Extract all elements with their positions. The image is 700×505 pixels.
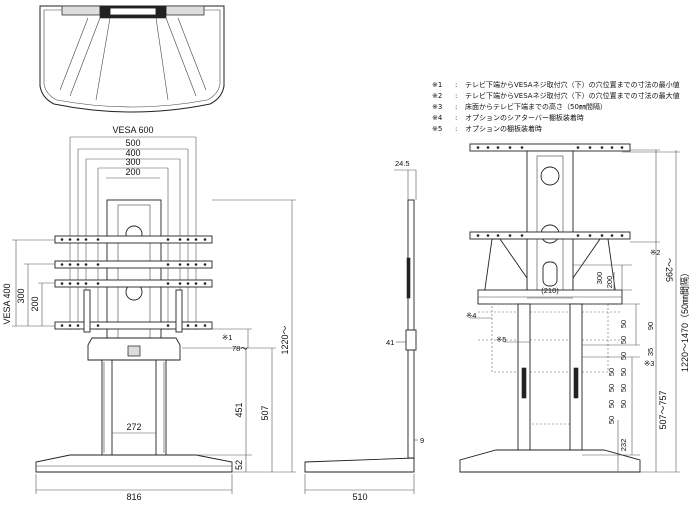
side-d24-5-label: 24.5: [395, 159, 410, 168]
note-text: 床面からテレビ下端までの高さ（50㎜間隔）: [465, 102, 607, 111]
back-fifty-2: 50: [619, 352, 628, 360]
back-h295-label: 〜295: [664, 258, 674, 282]
front-mark1: ※1: [222, 333, 232, 342]
notes-list: ※1 : テレビ下端からVESAネジ取付穴（下）の穴位置までの寸法の最小値 ※2…: [432, 80, 680, 133]
back-fifty-9: 50: [607, 368, 616, 376]
front-w816-label: 816: [126, 492, 141, 502]
front-h451-label: 451: [234, 402, 244, 417]
back-fifty-7: 50: [607, 400, 616, 408]
front-w300-label: 300: [125, 157, 140, 167]
note-mark: ※4: [432, 114, 443, 122]
back-h210-label: (210): [541, 286, 559, 295]
note-sep: :: [455, 81, 457, 89]
front-w500-label: 500: [125, 138, 140, 148]
front-h1220-label: 1220〜: [280, 325, 290, 354]
back-mark5: ※5: [496, 335, 506, 344]
back-fifty-8: 50: [607, 384, 616, 392]
back-h1220-1470-label: 1220〜1470（50㎜間隔）: [680, 268, 690, 372]
back-h35-label: 35: [646, 348, 655, 356]
back-v200-label: 200: [605, 276, 614, 289]
back-fifty-0: 50: [619, 320, 628, 328]
top-view: [39, 5, 225, 113]
back-h232-label: 232: [619, 439, 628, 452]
front-h52-label: 52: [234, 460, 244, 470]
back-v300-label: 300: [595, 272, 604, 285]
back-mark2: ※2: [650, 248, 660, 257]
front-w200-label: 200: [125, 167, 140, 177]
front-vesa600-label: VESA 600: [112, 125, 153, 135]
back-fifty-6: 50: [607, 416, 616, 424]
front-view: [12, 136, 296, 494]
note-mark: ※5: [432, 125, 442, 133]
note-sep: :: [455, 114, 457, 122]
side-d41-label: 41: [386, 338, 394, 347]
side-d9-label: 9: [420, 436, 424, 445]
back-fifty-4: 50: [619, 384, 628, 392]
back-view: [459, 143, 680, 473]
back-mark3: ※3: [644, 359, 654, 368]
back-fifty-5: 50: [619, 400, 628, 408]
side-view: [304, 169, 418, 494]
back-mark4: ※4: [466, 311, 476, 320]
note-text: オプションのシアターバー棚板装着時: [465, 113, 584, 122]
front-w272-label: 272: [126, 422, 141, 432]
back-h507-757-label: 507〜757: [658, 390, 668, 429]
note-text: テレビ下端からVESAネジ取付穴（下）の穴位置までの寸法の最小値: [465, 80, 680, 89]
note-sep: :: [455, 92, 457, 100]
note-text: テレビ下端からVESAネジ取付穴（下）の穴位置までの寸法の最大値: [465, 91, 680, 100]
front-h300-label: 300: [16, 288, 26, 303]
front-h78-label: 78〜: [232, 344, 248, 353]
note-text: オプションの棚板装着時: [465, 124, 542, 133]
front-h200-label: 200: [30, 296, 40, 311]
front-h507-label: 507: [260, 405, 270, 420]
front-w400-label: 400: [125, 148, 140, 158]
note-sep: :: [455, 103, 457, 111]
front-vesa400-label: VESA 400: [2, 283, 12, 324]
note-sep: :: [455, 125, 457, 133]
note-mark: ※3: [432, 103, 442, 111]
side-w510-label: 510: [352, 492, 367, 502]
back-h90-label: 90: [646, 322, 655, 330]
back-fifty-1: 50: [619, 336, 628, 344]
note-mark: ※2: [432, 92, 442, 100]
note-mark: ※1: [432, 81, 442, 89]
back-fifty-3: 50: [619, 368, 628, 376]
